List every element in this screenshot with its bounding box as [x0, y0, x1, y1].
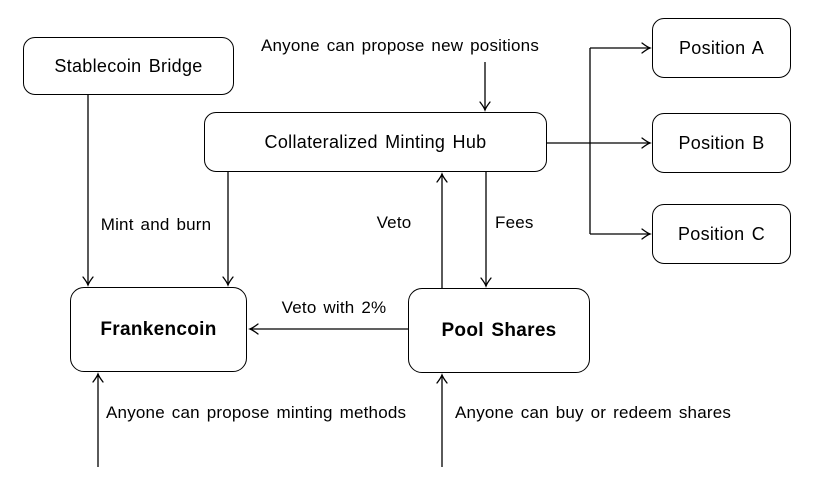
node-label-pool-shares: Pool Shares — [441, 319, 557, 341]
edge-label-mint-and-burn: Mint and burn — [100, 215, 212, 234]
node-position-b: Position B — [652, 113, 791, 173]
node-pool-shares: Pool Shares — [408, 288, 590, 373]
node-label-position-c: Position C — [677, 223, 766, 244]
node-label-frankencoin: Frankencoin — [100, 318, 217, 340]
edge-label-propose-new-positions: Anyone can propose new positions — [260, 36, 540, 55]
node-position-c: Position C — [652, 204, 791, 264]
edge-label-fees: Fees — [495, 213, 534, 232]
edge-label-propose-minting-methods: Anyone can propose minting methods — [106, 403, 407, 422]
node-stablecoin-bridge: Stablecoin Bridge — [23, 37, 234, 95]
node-label-position-a: Position A — [678, 37, 765, 58]
node-position-a: Position A — [652, 18, 791, 78]
node-frankencoin: Frankencoin — [70, 287, 247, 372]
edge-label-veto-with-2pct: Veto with 2% — [281, 298, 387, 317]
node-label-position-b: Position B — [678, 132, 765, 153]
node-collateralized-minting-hub: Collateralized Minting Hub — [204, 112, 547, 172]
edge-label-buy-or-redeem-shares: Anyone can buy or redeem shares — [455, 403, 732, 422]
node-label-minting-hub: Collateralized Minting Hub — [264, 131, 487, 152]
edge-label-veto: Veto — [376, 213, 412, 232]
node-label-stablecoin-bridge: Stablecoin Bridge — [54, 55, 203, 76]
